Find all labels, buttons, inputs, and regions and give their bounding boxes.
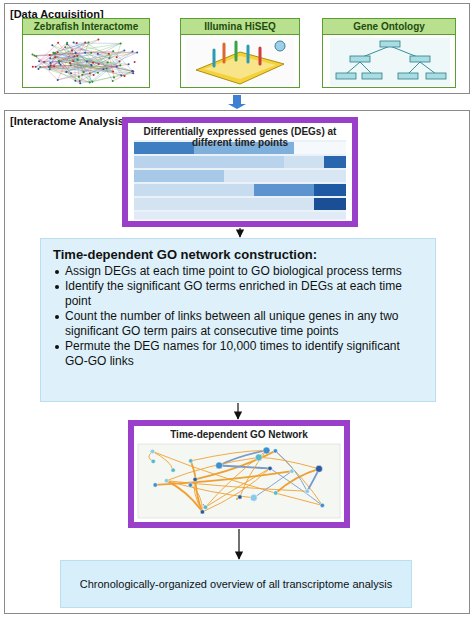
ontology-tree — [330, 38, 450, 86]
result-box: Chronologically-organized overview of al… — [60, 560, 412, 608]
flow-arrow — [238, 529, 239, 559]
source-box: Gene Ontology — [322, 18, 456, 88]
node-title: [Interactome Analysis] — [5, 113, 133, 129]
source-box: Illumina HiSEQ — [180, 18, 300, 88]
source-box: Zebrafish Interactome — [22, 18, 150, 88]
process-box: Time-dependent GO network construction: A… — [40, 238, 436, 402]
data-frame: Differentially expressed genes (DEGs) at… — [122, 117, 358, 227]
node-title: Zebrafish Interactome — [23, 19, 149, 35]
node-title: Time-dependent GO network construction: — [53, 247, 423, 262]
bullet-text: Assign DEGs at each time point to GO bio… — [53, 264, 423, 279]
node-title: Time-dependent GO Network — [134, 426, 344, 443]
node-title: Illumina HiSEQ — [181, 19, 299, 35]
go-network-picture — [138, 444, 340, 518]
node-title: Gene Ontology — [323, 19, 455, 35]
interactome-hairball — [32, 39, 139, 85]
node-title: Differentially expressed genes (DEGs) at… — [128, 123, 352, 151]
node-title: Chronologically-organized overview of al… — [80, 578, 392, 590]
bullet-text: Count the number of links between all un… — [53, 309, 423, 339]
section-box: [Interactome Analysis]Differentially exp… — [4, 110, 470, 614]
bullet-text: Identify the significant GO terms enrich… — [53, 279, 423, 309]
section-box: [Data Acquisition]Zebrafish InteractomeI… — [4, 3, 470, 94]
sequencer-illustration — [186, 38, 294, 86]
bullet-text: Permute the DEG names for 10,000 times t… — [53, 339, 423, 369]
flow-arrow — [239, 228, 240, 237]
flow-arrow — [228, 95, 246, 109]
heatmap-bands — [134, 140, 346, 220]
data-frame: Time-dependent GO Network — [128, 420, 350, 528]
flow-arrow — [237, 403, 238, 419]
